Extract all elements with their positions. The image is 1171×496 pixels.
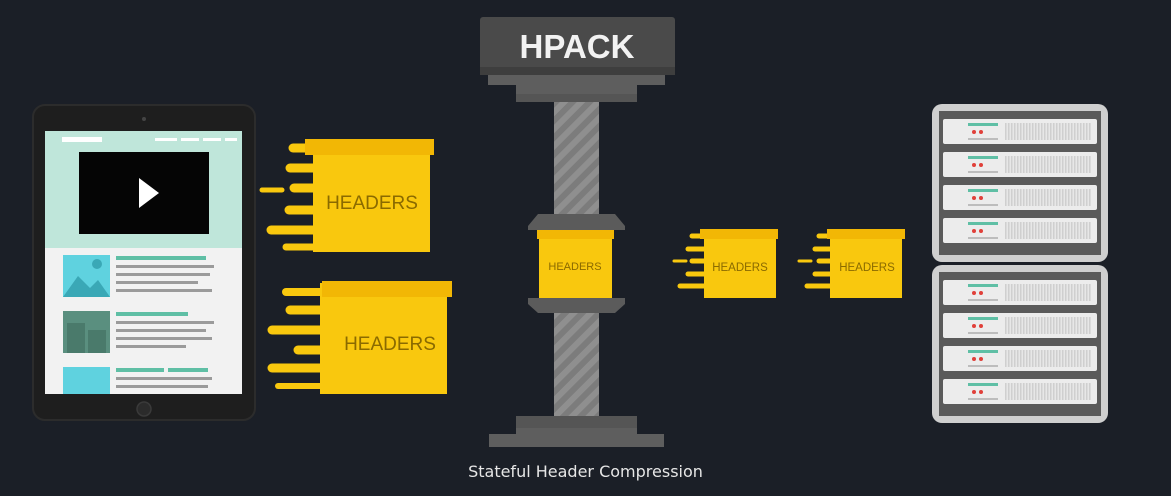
- server-rack-icon: [932, 104, 1108, 423]
- headers-packet-large-bottom: HEADERS: [267, 281, 452, 394]
- headers-label-out-1: HEADERS: [712, 262, 768, 274]
- headers-packet-large-top: HEADERS: [259, 139, 434, 252]
- hpack-label: HPACK: [520, 28, 635, 65]
- play-icon: [139, 178, 159, 208]
- headers-label-compressed: HEADERS: [548, 261, 601, 273]
- server-unit: [943, 119, 1097, 144]
- headers-packet-small-1: HEADERS: [672, 229, 778, 298]
- diagram-caption: Stateful Header Compression: [468, 462, 703, 481]
- headers-label-out-2: HEADERS: [839, 262, 895, 274]
- headers-label-large-bottom: HEADERS: [344, 334, 436, 355]
- server-unit: [943, 280, 1097, 305]
- server-unit: [943, 346, 1097, 371]
- server-unit: [943, 379, 1097, 404]
- server-unit: [943, 313, 1097, 338]
- hpack-press: HPACK HEADERS: [480, 17, 675, 447]
- tablet-icon: [32, 104, 256, 421]
- server-unit: [943, 152, 1097, 177]
- headers-label-large-top: HEADERS: [326, 193, 418, 214]
- server-unit: [943, 218, 1097, 243]
- headers-packet-small-2: HEADERS: [797, 229, 905, 298]
- server-unit: [943, 185, 1097, 210]
